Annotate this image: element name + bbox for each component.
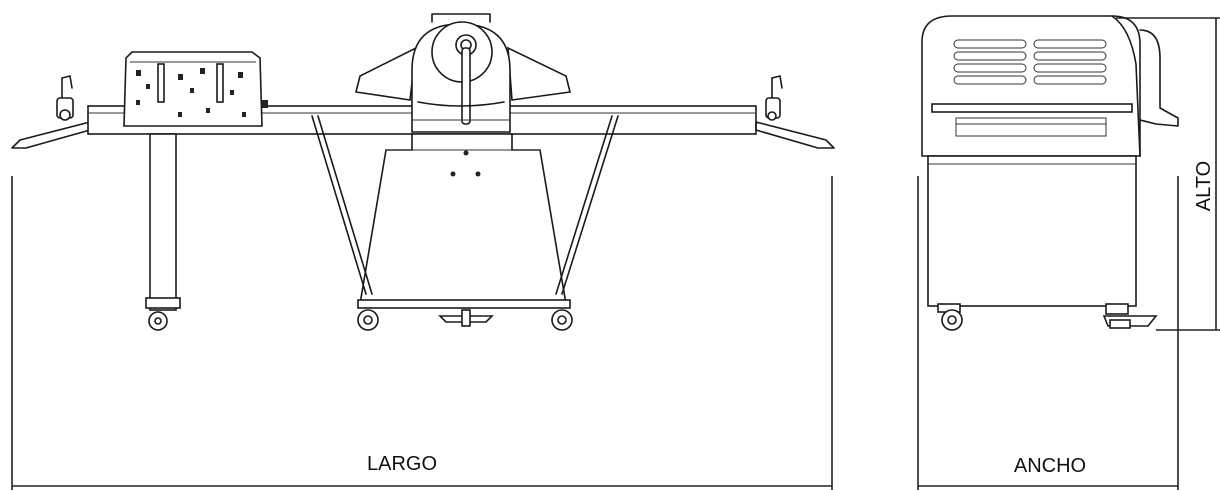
roller-head: [355, 13, 571, 133]
left-leg: [145, 133, 181, 331]
control-box: [123, 51, 268, 127]
width-label: ANCHO: [1014, 455, 1086, 477]
bottom-frame: [357, 299, 573, 331]
vent-grille: [953, 39, 1107, 85]
left-crank-handle: [56, 75, 74, 121]
front-view: LARGO: [11, 13, 835, 490]
side-upper-housing: [921, 15, 1141, 157]
width-dimension: ANCHO: [917, 176, 1179, 490]
right-support-rod: [561, 115, 619, 295]
right-crank-handle: [765, 75, 783, 121]
left-folding-tray: [11, 121, 91, 149]
left-support-rod: [311, 115, 367, 295]
height-dimension: ALTO: [1116, 17, 1220, 331]
side-handle: [1139, 29, 1179, 127]
side-casters: [937, 303, 1158, 331]
side-view: ALTO ANCHO: [917, 15, 1220, 490]
side-lower-cabinet: [927, 155, 1137, 307]
right-folding-tray: [755, 121, 835, 149]
length-dimension: LARGO: [11, 176, 833, 490]
height-label: ALTO: [1193, 161, 1215, 211]
length-label: LARGO: [367, 453, 437, 475]
base-stand: [359, 133, 567, 305]
